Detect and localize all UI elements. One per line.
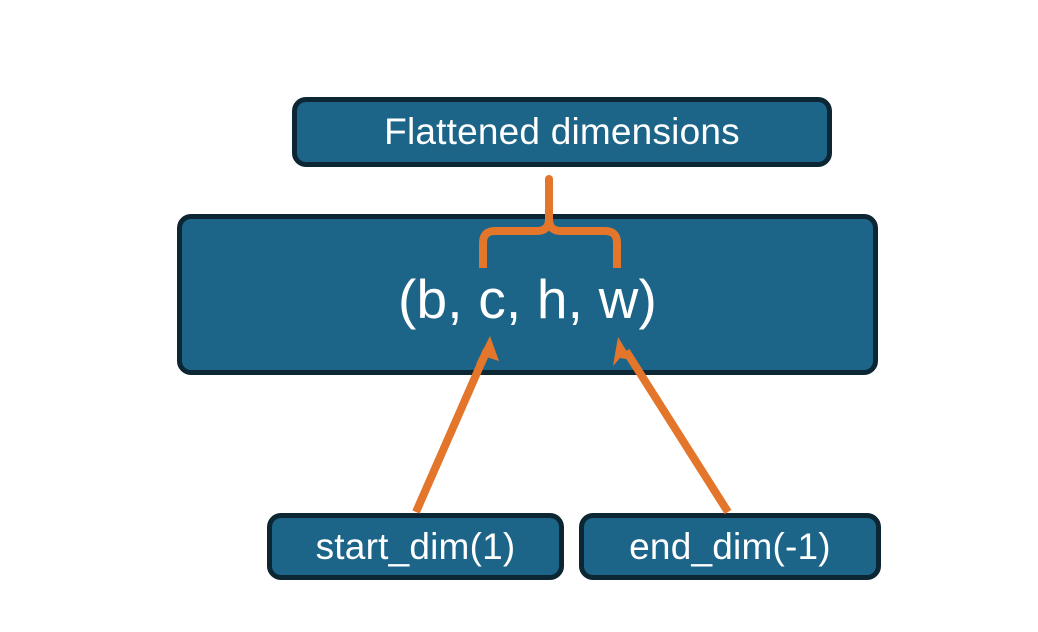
node-flattened-dimensions-label: Flattened dimensions bbox=[384, 111, 740, 152]
node-end-dim-label: end_dim(-1) bbox=[629, 525, 831, 567]
node-tensor-shape[interactable]: (b, c, h, w) bbox=[177, 214, 878, 375]
node-start-dim[interactable]: start_dim(1) bbox=[267, 513, 564, 580]
node-tensor-shape-label: (b, c, h, w) bbox=[397, 268, 658, 330]
node-flattened-dimensions[interactable]: Flattened dimensions bbox=[292, 97, 832, 167]
node-end-dim[interactable]: end_dim(-1) bbox=[579, 513, 881, 580]
node-start-dim-label: start_dim(1) bbox=[315, 525, 516, 567]
